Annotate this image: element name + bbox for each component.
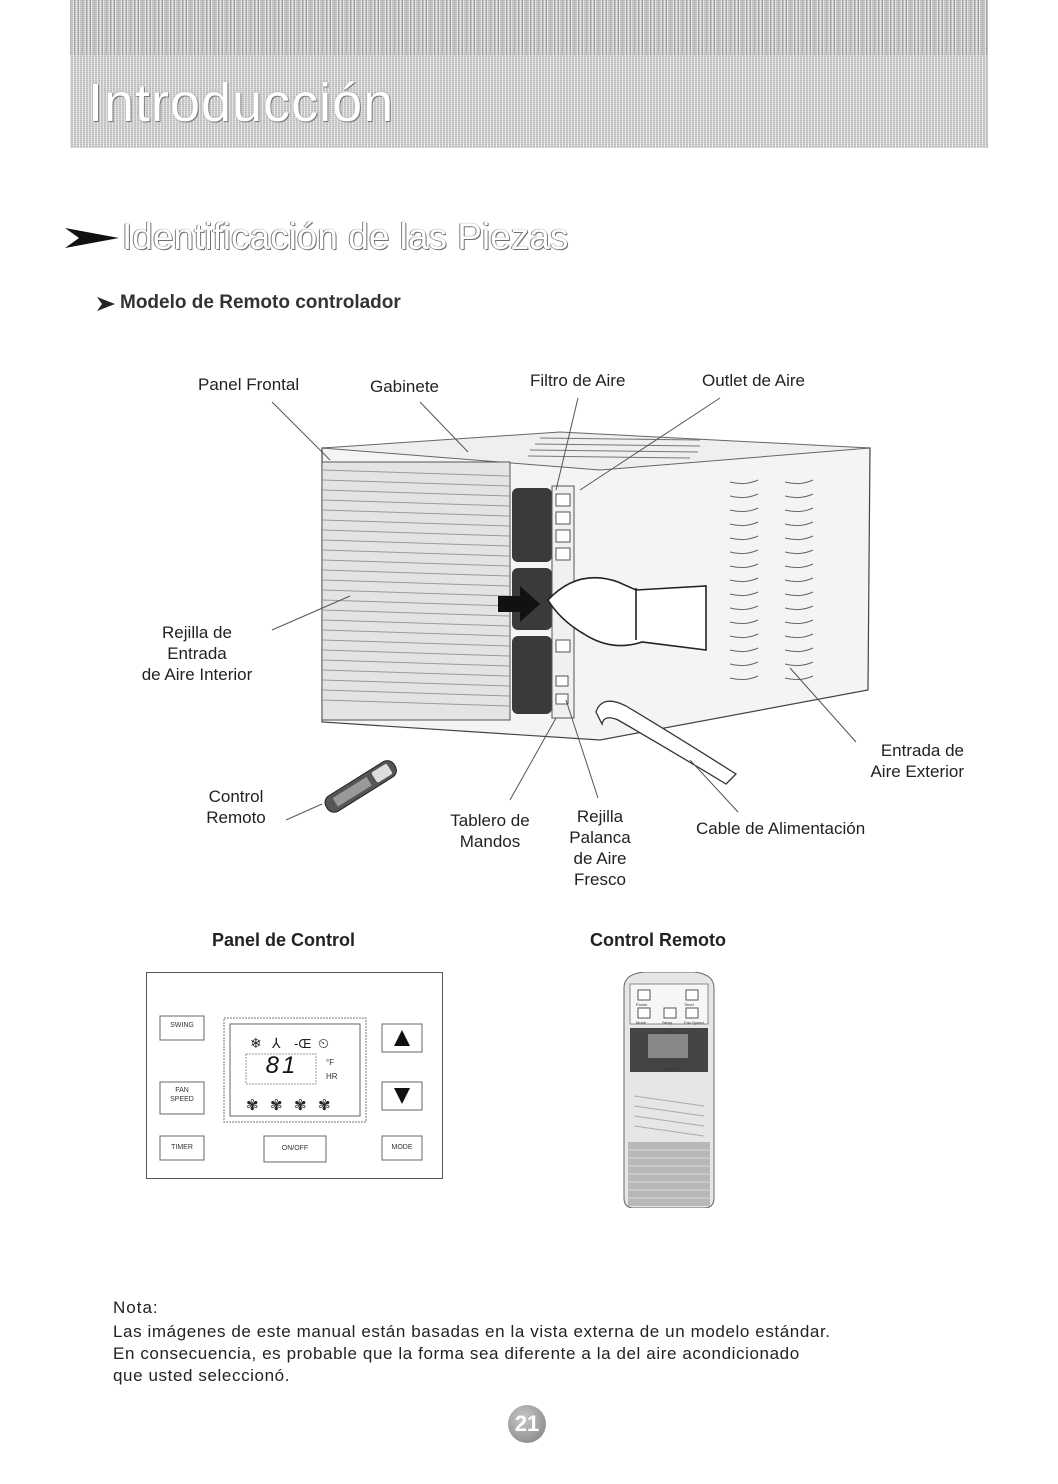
timer-clock-icon: ⏲ [318,1035,329,1051]
fan-speed-icon-4: ✾ [318,1097,331,1114]
remote-temp-time-label: Temp/Time [662,1066,682,1071]
note-line-3: que usted seleccionó. [113,1366,291,1385]
label-panel-frontal: Panel Frontal [198,375,300,394]
subsection-title: Modelo de Remoto controlador [120,292,401,313]
label-line: Palanca [569,828,631,847]
remote-timer-label: Timer [684,1002,695,1007]
swing-button[interactable]: SWING [170,1022,194,1029]
label-line: Entrada [167,644,227,663]
fan-speed-icon-3: ✾ [294,1097,307,1114]
note-heading: Nota: [113,1298,159,1317]
label-filtro-de-aire: Filtro de Aire [530,371,626,390]
fan-speed-icon-2: ✾ [270,1097,283,1114]
on-off-button[interactable]: ON/OFF [281,1145,309,1152]
label-gabinete: Gabinete [370,377,439,396]
label-rejilla-palanca: Rejilla Palanca de Aire Fresco [560,806,640,890]
fan-speed-label-line: FAN [175,1087,189,1094]
unit-fahrenheit: °F [326,1058,335,1067]
label-line: Tablero de [450,811,530,830]
label-outlet-de-aire: Outlet de Aire [702,371,806,390]
label-cable-alimentacion: Cable de Alimentación [696,819,866,838]
label-line: Rejilla [576,807,624,826]
fan-speed-label-line: SPEED [170,1096,194,1103]
label-line: Mandos [459,832,521,851]
label-line: Aire Exterior [870,762,964,781]
page-title: Introducción [88,73,395,133]
temperature-display: 81 [265,1052,299,1079]
label-line: Rejilla de [162,623,232,642]
label-line: de Aire Interior [141,665,253,684]
header-banner-texture [70,0,988,55]
label-rejilla-entrada: Rejilla de Entrada de Aire Interior [122,622,272,685]
label-entrada-aire-exterior: Entrada de Aire Exterior [820,740,964,782]
note-line-2: En consecuencia, es probable que la form… [113,1344,800,1363]
label-control-remoto: Control Remoto [196,786,276,828]
fan-speed-button[interactable]: FAN SPEED [160,1086,204,1104]
label-tablero-mandos: Tablero de Mandos [440,810,540,852]
panel-control-heading: Panel de Control [212,930,356,950]
label-line: Control [208,787,264,806]
fan-mode-icon: ⅄ [271,1035,281,1051]
label-line: de Aire [573,849,627,868]
section-arrow-icon [65,228,119,248]
section-title: Identificación de las Piezas [122,216,569,257]
fan-speed-icon-1: ✾ [246,1097,259,1114]
page-number-badge: 21 [508,1405,546,1443]
remote-mode-label: Mode [636,1020,647,1025]
label-line: Entrada de [880,741,964,760]
mode-button[interactable]: MODE [391,1144,413,1151]
arrow-up-icon [394,1030,410,1046]
header-banner [70,0,988,148]
remote-control-illustration [623,972,715,1208]
label-line: Fresco [574,870,626,889]
note-line-1: Las imágenes de este manual están basada… [113,1322,831,1341]
control-remoto-heading: Control Remoto [590,930,726,950]
air-conditioner-diagram [271,397,871,821]
remote-sleep-label: Sleep [662,1020,673,1025]
timer-button[interactable]: TIMER [171,1144,193,1151]
label-line: Remoto [206,808,266,827]
remote-power-label: Power [636,1002,648,1007]
control-panel-illustration: ❄ ⅄ -Œ ⏲ ✾ ✾ ✾ ✾ [146,972,443,1179]
subsection-arrow-icon [97,297,115,311]
cool-mode-icon: ❄ [250,1035,262,1051]
remote-fan-speed-label: Fan Speed [684,1020,704,1025]
unit-hours: HR [326,1072,338,1081]
arrow-down-icon [394,1088,410,1104]
dry-mode-icon: -Œ [294,1036,311,1051]
